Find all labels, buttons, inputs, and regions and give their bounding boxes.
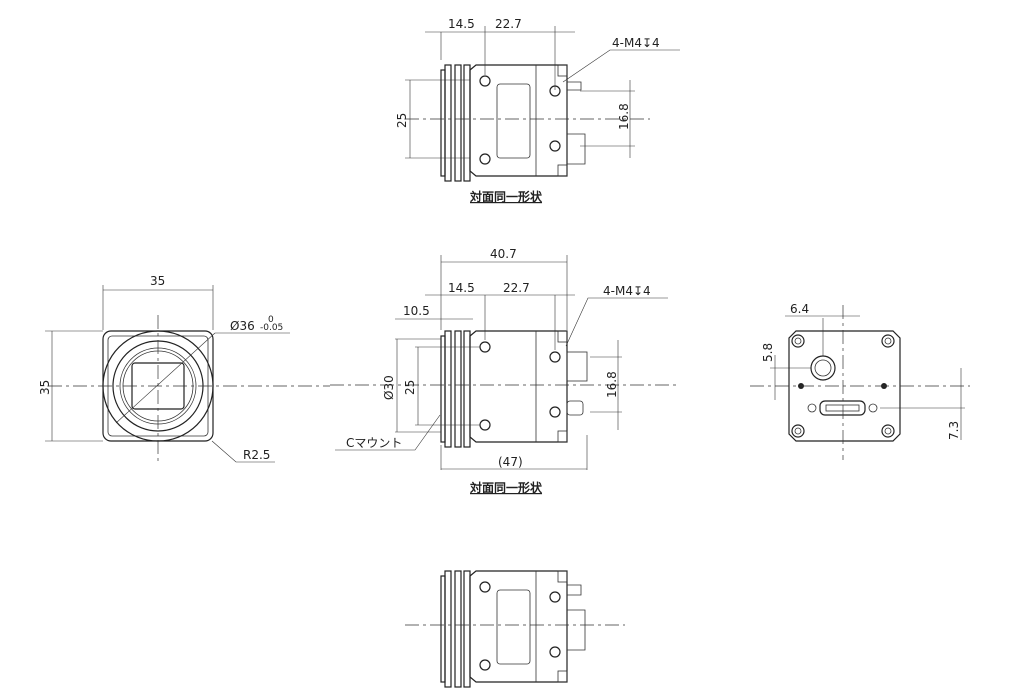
rear-dim-7-3: 7.3	[947, 421, 961, 440]
front-tol-upper: 0	[268, 315, 274, 325]
front-view-dims	[45, 285, 290, 463]
bottom-view	[405, 570, 625, 688]
side-dim-14-5: 14.5	[448, 281, 475, 295]
front-tol-lower: -0.05	[260, 323, 283, 333]
top-dim-25: 25	[395, 113, 409, 128]
side-dim-16-8: 16.8	[605, 371, 619, 398]
side-dim-mount-len: 10.5	[403, 304, 430, 318]
side-dim-25: 25	[403, 380, 417, 395]
rear-dim-5-8: 5.8	[761, 343, 775, 362]
top-view	[405, 64, 650, 182]
front-diameter: Ø36	[230, 319, 255, 333]
top-dim-16-8: 16.8	[617, 103, 631, 130]
top-view-dims	[405, 26, 680, 159]
side-dim-total: 40.7	[490, 247, 517, 261]
side-note: 対面同一形状	[469, 480, 543, 495]
front-radius: R2.5	[243, 448, 270, 462]
side-dim-overall: (47)	[498, 455, 523, 469]
front-dim-height: 35	[38, 380, 52, 395]
rear-view-dims	[770, 315, 965, 440]
front-dim-width: 35	[150, 274, 165, 288]
rear-view	[750, 305, 970, 460]
front-view	[48, 315, 330, 465]
side-diameter: Ø30	[382, 375, 396, 400]
top-note: 対面同一形状	[469, 189, 543, 204]
side-view-dims	[335, 255, 668, 470]
rear-dim-6-4: 6.4	[790, 302, 809, 316]
side-thread-label: 4-M4↧4	[603, 284, 651, 298]
side-dim-22-7: 22.7	[503, 281, 530, 295]
top-thread-label: 4-M4↧4	[612, 36, 660, 50]
top-dim-22-7: 22.7	[495, 17, 522, 31]
side-view	[330, 330, 680, 448]
c-mount-label: Cマウント	[346, 436, 402, 450]
top-dim-14-5: 14.5	[448, 17, 475, 31]
